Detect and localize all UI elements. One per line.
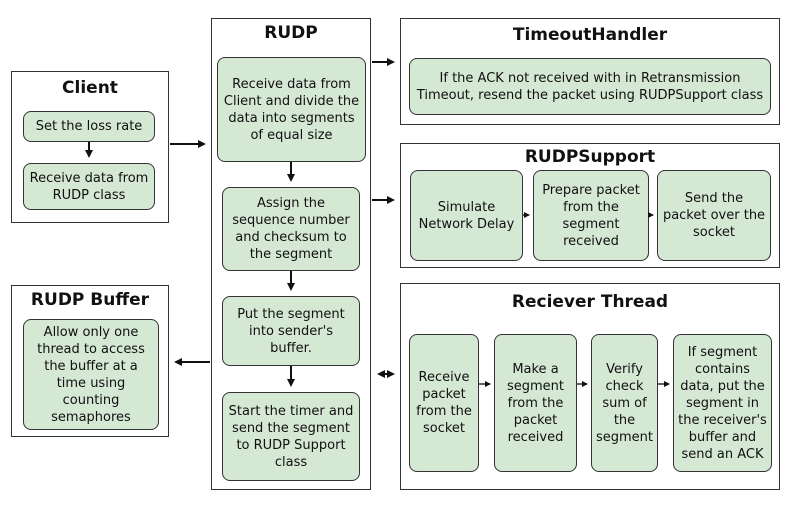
rudp-support-send-packet: Send the packet over the socket [657,170,771,261]
client-title: Client [62,78,118,98]
rudp-step-assign-seq-checksum: Assign the sequence number and checksum … [222,187,360,271]
rudp-support-prepare-packet: Prepare packet from the segment received [533,170,649,261]
rudp-buffer-semaphore-box: Allow only one thread to access the buff… [23,319,159,430]
rudp-step-put-in-buffer: Put the segment into sender's buffer. [222,296,360,366]
rudp-support-simulate-delay: Simulate Network Delay [410,170,523,261]
receiver-receive-packet: Receive packet from the socket [409,334,479,472]
timeout-handler-title: TimeoutHandler [512,25,668,45]
rudp-step-divide-data: Receive data from Client and divide the … [217,57,366,162]
timeout-handler-resend-box: If the ACK not received with in Retransm… [409,58,771,115]
receiver-put-in-buffer-send-ack: If segment contains data, put the segmen… [673,334,772,472]
rudp-buffer-title: RUDP Buffer [30,290,150,310]
client-set-loss-rate: Set the loss rate [23,111,155,142]
receiver-make-segment: Make a segment from the packet received [494,334,577,472]
receiver-verify-checksum: Verify check sum of the segment [591,334,658,472]
receiver-thread-title: Reciever Thread [511,292,669,312]
rudp-title: RUDP [264,23,318,43]
rudp-support-title: RUDPSupport [524,147,656,167]
rudp-step-start-timer-send: Start the timer and send the segment to … [222,392,360,481]
client-receive-data: Receive data from RUDP class [23,163,155,210]
